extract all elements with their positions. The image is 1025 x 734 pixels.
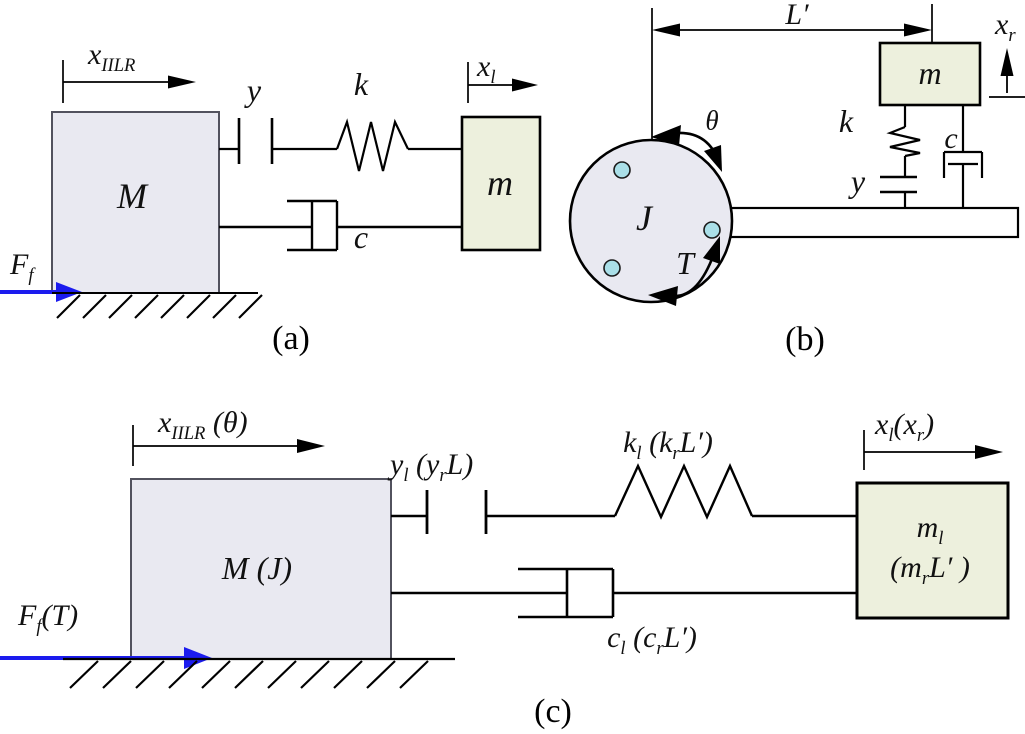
fig-b-damper [942,105,984,208]
curved-arrowhead-icon [648,286,678,306]
fig-c-ground [63,657,455,689]
fig-b-xr-ref-label: xr [995,8,1016,46]
fig-a-spring-label: k [353,66,369,102]
fig-a-mass-m-label: m [487,163,513,203]
fig-a-force-label: Ff [10,248,34,286]
bolt-icon [703,221,721,239]
arrowhead-right-icon [297,439,325,453]
fig-a-xl-ref-arrow [467,62,538,103]
fig-a-ground [52,291,263,319]
arrowhead-right-icon [168,75,196,89]
fig-c-mass-M-label: M (J) [221,550,293,586]
fig-b-gap-symbol [880,175,917,208]
fig-b-torque-arrow [648,236,720,306]
fig-a-damper-label: c [353,219,369,255]
fig-b-dim-label: L′ [785,0,809,31]
fig-b-spring-label: k [838,103,854,139]
fig-b-mass-m-label: m [918,55,942,91]
fig-b-xr-ref-arrow [989,48,1025,98]
fig-c-force-label: Ff(T) [18,599,79,637]
fig-b-gap-label: y [850,163,866,199]
fig-a-mass-m-box [460,115,542,252]
fig-b-spring [886,105,921,177]
fig-a-spring [335,118,462,172]
arrowhead-left-icon [652,23,680,37]
fig-c-mass-M-box [130,478,392,660]
fig-b-theta-arrow [651,125,722,172]
fig-c-drawing [0,425,1010,689]
fig-a-damper [219,199,462,252]
fig-c-x-ref-arrow [132,425,325,466]
curved-arrowhead-icon [651,125,681,146]
fig-b-drawing [568,4,1025,306]
fig-a-caption: (a) [272,320,310,357]
fig-b-beam [726,206,1020,239]
fig-a-x-ref-arrow [62,60,196,103]
fig-b-damper-label: c [944,122,958,155]
fig-c-mass-m-box [855,481,1010,620]
arrowhead-right-icon [975,445,1003,459]
fig-a-mass-M-box [51,111,220,294]
bolt-icon [603,259,621,277]
fig-c-x-ref-label: xIILR (θ) [158,406,248,444]
fig-c-xl-ref-arrow [863,430,1003,470]
fig-c-mass-m-label-line1: ml [916,511,944,549]
fig-b-bolts [603,161,721,277]
arrowhead-up-icon [1000,48,1014,76]
fig-a-x-ref-label: xIILR [88,38,136,76]
fig-a-drawing [0,60,542,319]
fig-c-caption: (c) [534,693,572,730]
fig-b-caption: (b) [785,321,825,358]
curved-arrowhead-icon [703,236,720,264]
bolt-icon [613,161,631,179]
arrowhead-right-icon [904,23,932,37]
fig-b-inertia-label: J [636,198,652,238]
arrowhead-right-icon [512,78,538,92]
fig-c-gap-label: yl (yrL) [390,448,474,486]
fig-a-gap-label: y [246,72,262,108]
curved-arrowhead-icon [704,145,722,172]
fig-c-damper-label: cl (crL′) [607,621,697,659]
fig-a-gap-symbol [219,118,337,164]
fig-b-angle-label: θ [705,105,719,136]
fig-c-spring-label: kl (krL′) [623,426,713,464]
fig-b-dimension [651,4,933,140]
fig-c-xl-ref-label: xl(xr) [875,408,935,446]
fig-b-torque-label: T [676,245,694,281]
fig-c-spring [613,463,857,520]
fig-a-mass-M-label: M [117,176,147,216]
fig-a-xl-ref-label: xl [477,50,496,88]
fig-c-damper [391,567,857,619]
fig-c-mass-m-label-line2: (mrL′ ) [890,551,970,589]
fig-c-gap-symbol [391,490,615,534]
fig-b-mass-m-box [878,41,982,107]
